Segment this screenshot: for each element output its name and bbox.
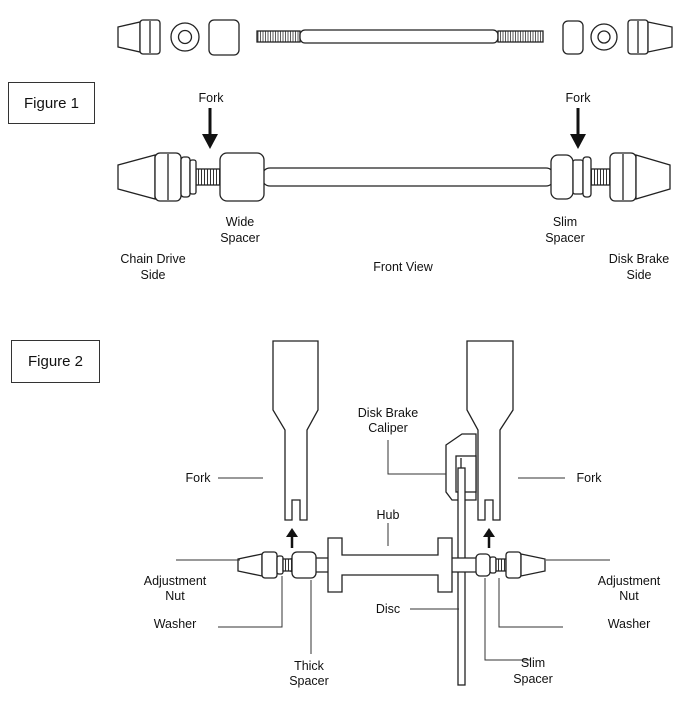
- fig2-adj-left-label-2: Nut: [165, 589, 185, 603]
- fig2-fork-left-label: Fork: [186, 471, 212, 485]
- figure2-assembly: [237, 340, 546, 686]
- fig1-brake-side-label-2: Side: [626, 268, 651, 282]
- fig2-caliper-label-2: Caliper: [368, 421, 408, 435]
- fig1-wide-spacer: [219, 152, 265, 202]
- fig2-thick-spacer-label-2: Spacer: [289, 674, 329, 688]
- fig2-adj-right-label-2: Nut: [619, 589, 639, 603]
- cone-nut-left-part: [117, 19, 161, 55]
- fig2-hub-label: Hub: [377, 508, 400, 522]
- fig2-caliper-label-1: Disk Brake: [358, 406, 418, 420]
- figure2-labels: Disk Brake Caliper Fork Fork Hub Adjustm…: [144, 406, 661, 688]
- fig1-cone-right: [635, 154, 671, 200]
- fig1-cone-left: [117, 154, 156, 200]
- fig1-brake-side-label-1: Disk Brake: [609, 252, 669, 266]
- fig2-washer-right-label: Washer: [608, 617, 651, 631]
- fig2-slim-spacer-label-1: Slim: [521, 656, 545, 670]
- fig2-disc-label: Disc: [376, 602, 400, 616]
- fig1-slim-spacer-label-2: Spacer: [545, 231, 585, 245]
- figure1-assembly: [117, 152, 671, 202]
- slim-spacer-part: [562, 20, 584, 55]
- fig2-fork-left: [272, 340, 319, 521]
- fig2-leader-lines: [176, 440, 610, 661]
- fig1-thread-left: [195, 168, 221, 186]
- fig2-thick-spacer: [291, 551, 317, 579]
- wide-spacer-part: [208, 19, 240, 56]
- fig2-slim-spacer: [475, 553, 491, 577]
- fig1-wide-spacer-label-2: Spacer: [220, 231, 260, 245]
- fig2-thick-spacer-label-1: Thick: [294, 659, 325, 673]
- fig2-adj-right-label-1: Adjustment: [598, 574, 661, 588]
- fig1-chain-side-label-2: Side: [140, 268, 165, 282]
- figure1-label-box: Figure 1: [8, 82, 95, 124]
- arrow-up-icon: [483, 528, 495, 537]
- arrow-up-icon: [286, 528, 298, 537]
- fig1-wide-spacer-label-1: Wide: [226, 215, 255, 229]
- fig1-fork-arrows: [202, 108, 586, 149]
- fig2-adj-left-label-1: Adjustment: [144, 574, 207, 588]
- fig2-adj-nut-left: [261, 551, 278, 579]
- fig1-washer-right: [582, 156, 592, 198]
- fig2-washer-right: [489, 556, 497, 574]
- figure2-label-box: Figure 2: [11, 340, 100, 383]
- fig1-slim-spacer: [550, 154, 574, 200]
- washer-left-part: [170, 22, 200, 52]
- fig1-axle: [261, 167, 555, 187]
- fig2-fork-arrows: [286, 528, 495, 548]
- exploded-parts-row: [117, 19, 673, 56]
- washer-right-part: [590, 23, 618, 51]
- fig2-slim-spacer-label-2: Spacer: [513, 672, 553, 686]
- fig2-adj-nut-right: [505, 551, 522, 579]
- fig2-disc: [457, 467, 466, 686]
- fig2-washer-left: [276, 555, 284, 575]
- fig2-cone-right: [520, 553, 546, 577]
- figure1-label: Figure 1: [23, 94, 80, 112]
- fig2-washer-left-label: Washer: [154, 617, 197, 631]
- fig1-view-label: Front View: [373, 260, 433, 274]
- fig1-chain-side-label-1: Chain Drive: [120, 252, 185, 266]
- axle-part: [256, 29, 544, 44]
- cone-nut-right-part: [627, 19, 673, 55]
- arrow-down-icon: [570, 134, 586, 149]
- arrow-down-icon: [202, 134, 218, 149]
- fig1-slim-spacer-label-1: Slim: [553, 215, 577, 229]
- fig2-fork-right-label: Fork: [577, 471, 603, 485]
- fig2-fork-right: [466, 340, 514, 521]
- fig2-hub: [327, 537, 453, 593]
- fig1-fork-right-label: Fork: [566, 91, 592, 105]
- fig2-cone-left: [237, 553, 263, 577]
- fig1-thread-right: [589, 168, 611, 186]
- figure2-label: Figure 2: [27, 353, 84, 370]
- fig1-fork-left-label: Fork: [199, 91, 225, 105]
- fig1-washer-left: [180, 156, 191, 198]
- figure1-labels: Fork Fork Wide Spacer Slim Spacer Chain …: [120, 91, 669, 282]
